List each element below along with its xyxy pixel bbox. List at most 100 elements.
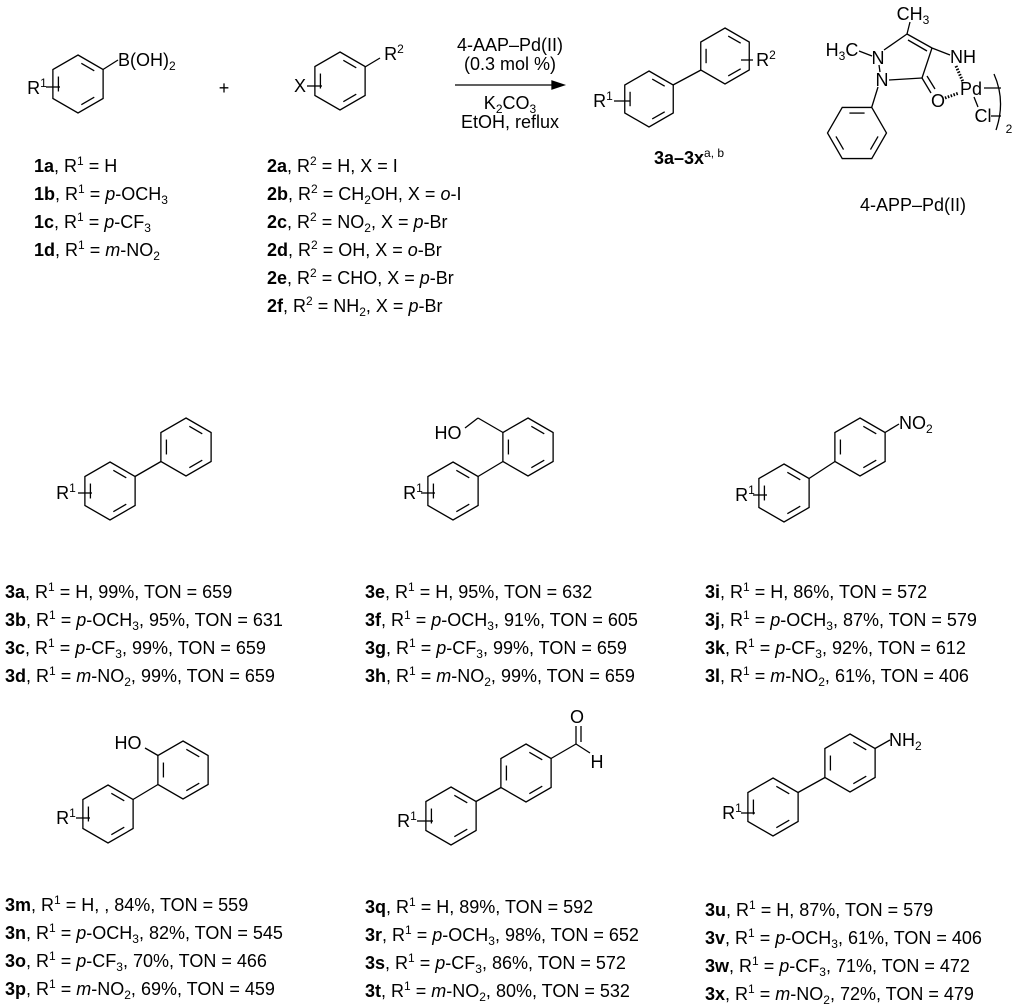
text-segment: -NO — [91, 666, 125, 686]
reactant1-entry: 1c, R1 = p-CF3 — [34, 210, 151, 234]
text-segment: R — [35, 582, 49, 602]
bond — [477, 417, 504, 434]
text-segment: 2 — [769, 48, 776, 62]
text-segment: TON = — [881, 956, 940, 976]
plus-sign: + — [219, 79, 230, 97]
text-segment: O — [930, 91, 946, 111]
text-segment: 3 — [488, 934, 495, 948]
text-segment: TON = — [546, 666, 605, 686]
text-segment: = — [754, 928, 776, 948]
text-segment: R — [36, 666, 50, 686]
text-segment: -CF — [789, 956, 820, 976]
text-segment: 592 — [563, 897, 594, 917]
text-segment: H — [825, 40, 839, 60]
text-segment: , — [168, 951, 179, 971]
benzene-ring — [747, 777, 799, 837]
text-segment: 2e — [267, 268, 288, 288]
chloride-label: Cl — [975, 107, 992, 125]
text-segment: 559 — [218, 895, 249, 915]
text-segment: TON = — [877, 638, 936, 658]
text-segment: 3d — [5, 666, 27, 686]
product-entry: 3s, R1 = p-CF3, 86%, TON = 572 — [365, 952, 626, 975]
double-bond-line — [776, 819, 790, 829]
double-bond-line — [787, 471, 801, 481]
text-segment: 86% — [793, 582, 830, 602]
text-segment: , R — [55, 184, 79, 204]
text-segment: , — [835, 900, 845, 920]
text-segment: 3 — [487, 619, 494, 633]
text-segment: = CHO, X = — [316, 268, 420, 288]
text-segment: 3 — [144, 221, 151, 235]
product-entry: 3g, R1 = p-CF3, 99%, TON = 659 — [365, 637, 627, 660]
text-segment: CO — [502, 93, 530, 113]
text-segment: 572 — [595, 953, 626, 973]
text-segment: 1 — [752, 954, 759, 968]
text-segment: = — [755, 900, 777, 920]
text-segment: 659 — [604, 666, 635, 686]
text-segment: R — [56, 483, 70, 503]
text-segment: , R — [287, 156, 311, 176]
text-segment: 95% — [148, 610, 185, 630]
text-segment: 99% — [492, 638, 529, 658]
text-segment: -CF — [114, 212, 145, 232]
text-segment: 98% — [504, 925, 541, 945]
text-segment: 3x — [705, 984, 726, 1004]
text-segment: TON = — [541, 981, 600, 1001]
text-segment: , — [729, 956, 740, 976]
text-segment: TON = — [143, 582, 203, 602]
double-bond-line — [727, 35, 742, 44]
text-segment: -CF — [86, 951, 117, 971]
text-segment: , — [385, 953, 396, 973]
text-segment: , — [495, 897, 505, 917]
r1-substituent-label: R1 — [735, 484, 755, 504]
text-segment: 3h — [365, 666, 387, 686]
text-segment: 1 — [749, 898, 756, 912]
text-segment: EtOH, reflux — [460, 112, 560, 132]
text-segment: 3u — [705, 900, 727, 920]
text-segment: TON = — [549, 610, 608, 630]
text-segment: R — [735, 928, 749, 948]
reactant2-entry: 2b, R2 = CH2OH, X = o-I — [267, 183, 461, 206]
text-segment: , — [482, 638, 493, 658]
text-segment: TON = — [893, 928, 952, 948]
text-segment: = — [749, 582, 771, 602]
text-segment: H — [436, 897, 450, 917]
product-entry: 3n, R1 = p-OCH3, 82%, TON = 545 — [5, 922, 283, 945]
text-segment: = — [410, 610, 432, 630]
text-segment: = — [54, 638, 76, 658]
text-segment: C — [845, 40, 859, 60]
text-segment: 1 — [409, 895, 416, 909]
text-segment: = — [84, 184, 106, 204]
product-entry: 3c, R1 = p-CF3, 99%, TON = 659 — [5, 637, 266, 660]
text-segment: R — [735, 638, 749, 658]
text-segment: , — [386, 666, 397, 686]
text-segment: 3 — [132, 932, 139, 946]
double-bond-line — [111, 826, 125, 836]
text-segment: , — [25, 638, 36, 658]
text-segment: , — [26, 610, 37, 630]
double-bond-line — [869, 136, 879, 150]
text-segment: 3 — [116, 960, 123, 974]
text-segment: 2 — [124, 988, 131, 1002]
text-segment: 2 — [484, 675, 491, 689]
product-entry: 3k, R1 = p-CF3, 92%, TON = 612 — [705, 637, 966, 660]
text-segment: R — [736, 900, 750, 920]
text-segment: 3p — [5, 979, 27, 999]
text-segment: , — [130, 666, 141, 686]
text-segment: -CF — [446, 638, 477, 658]
text-segment: 2f — [267, 296, 284, 316]
text-segment: , — [821, 638, 832, 658]
text-segment: , — [878, 610, 889, 630]
text-segment: TON = — [159, 895, 219, 915]
arrow-head — [551, 80, 567, 90]
text-segment: p — [413, 212, 424, 232]
r1-substituent-label: R1 — [397, 810, 417, 830]
benzene-ring — [824, 733, 876, 793]
text-segment: 1 — [77, 210, 84, 224]
base-condition: K2CO3 — [484, 93, 536, 115]
text-segment: 659 — [202, 582, 233, 602]
bond — [883, 33, 908, 51]
double-bond-line — [456, 503, 470, 513]
text-segment: 3a–3x — [653, 148, 705, 168]
text-segment: , — [176, 979, 187, 999]
